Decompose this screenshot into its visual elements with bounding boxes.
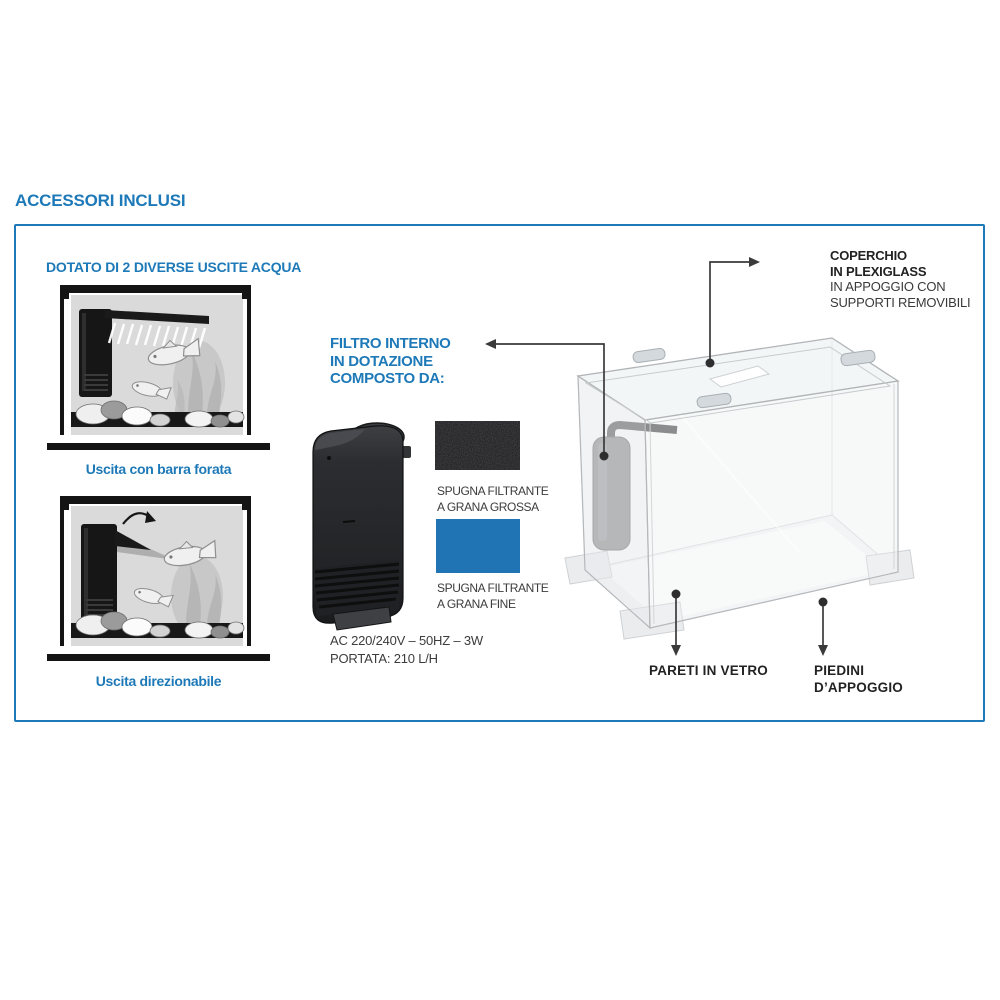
fish-icon	[131, 381, 172, 400]
stand-bar	[47, 443, 270, 450]
glass-walls-label: PARETI IN VETRO	[649, 663, 769, 678]
filter-heading: FILTRO INTERNO IN DOTAZIONE COMPOSTO DA:	[330, 335, 451, 387]
filter-grille	[314, 562, 400, 609]
fish-icon	[163, 539, 217, 567]
coarse-sponge-swatch	[435, 421, 520, 470]
callout-arrowheads	[485, 257, 828, 656]
arrow-down-icon	[671, 645, 681, 656]
fine-sponge-swatch	[436, 519, 520, 573]
fine-sponge-label: SPUGNA FILTRANTE A GRANA FINE	[437, 581, 549, 611]
tank-frame-top	[60, 285, 251, 293]
lid-callout-line	[709, 261, 749, 363]
water-jets	[107, 322, 207, 349]
lid-cutout	[708, 365, 771, 388]
directional-nozzle	[115, 530, 151, 550]
callout-dots	[599, 358, 828, 607]
arrow-left-icon	[485, 339, 496, 349]
callout-lines	[496, 261, 824, 645]
fish-icon	[133, 588, 174, 608]
glass-tank-render	[485, 257, 915, 656]
internal-filter-directional	[81, 511, 175, 626]
spray-bar	[105, 310, 209, 324]
aquarium-scene-spray-bar	[47, 285, 270, 450]
aquarium-scene-directional-outlet	[47, 496, 270, 661]
filter-bracket	[607, 420, 678, 453]
internal-filter-product	[312, 422, 411, 631]
stones	[75, 611, 245, 639]
filter-callout-line	[496, 343, 605, 456]
support-feet-label: PIEDINI D’APPOGGIO	[814, 663, 904, 695]
arrow-down-icon	[818, 645, 828, 656]
filter-specs: AC 220/240V – 50HZ – 3W PORTATA: 210 L/H	[330, 632, 483, 668]
lid-callout-label: COPERCHIO IN PLEXIGLASS IN APPOGGIO CON …	[830, 248, 971, 310]
arrow-right-icon	[749, 257, 760, 267]
plants	[171, 556, 223, 636]
coarse-sponge-label: SPUGNA FILTRANTE A GRANA GROSSA	[437, 484, 549, 514]
page-title: ACCESSORI INCLUSI	[15, 191, 186, 210]
power-spec: AC 220/240V – 50HZ – 3W	[330, 633, 483, 648]
stones	[75, 400, 245, 428]
outlets-heading: DOTATO DI 2 DIVERSE USCITE ACQUA	[46, 259, 302, 275]
flow-rate-spec: PORTATA: 210 L/H	[330, 651, 438, 666]
figure-caption: Uscita direzionabile	[95, 673, 222, 689]
lid-clips	[632, 347, 876, 409]
filter-base	[332, 606, 392, 631]
figure-caption: Uscita con barra forata	[85, 461, 232, 477]
internal-filter-with-spray-bar	[79, 309, 209, 397]
accessories-panel-border	[14, 224, 985, 722]
fish-icon	[147, 337, 201, 366]
